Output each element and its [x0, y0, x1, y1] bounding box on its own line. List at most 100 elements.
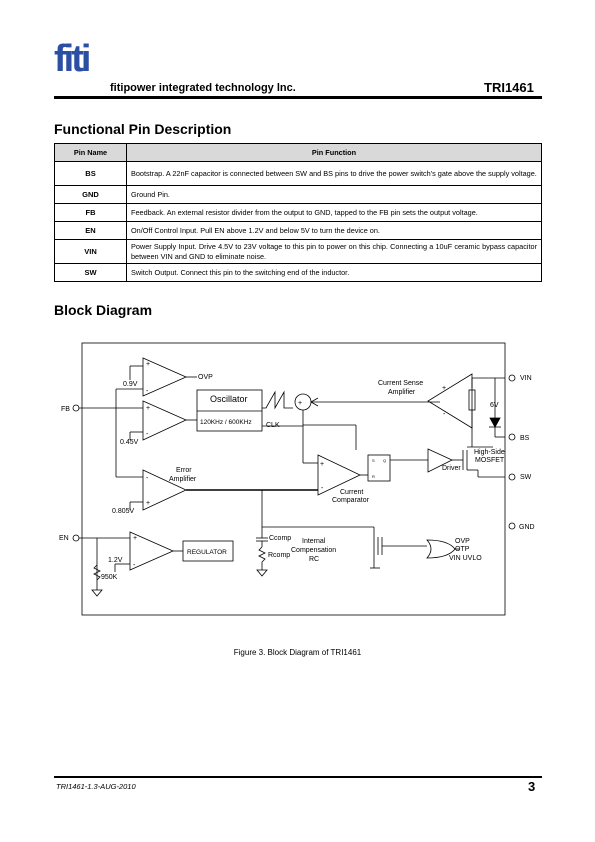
label-clk: CLK	[266, 422, 280, 429]
csa-minus: -	[443, 411, 446, 418]
label-regulator: REGULATOR	[187, 549, 227, 556]
latch-r: R	[372, 474, 375, 479]
label-rc: RC	[309, 556, 319, 563]
enable-comparator	[129, 531, 174, 571]
uvp-minus: -	[146, 431, 149, 438]
driver	[427, 448, 453, 473]
pin-function: Feedback. An external resistor divider f…	[126, 203, 542, 222]
pin-function: Ground Pin.	[126, 185, 542, 204]
table-row: GND Ground Pin.	[54, 185, 542, 204]
error-amplifier	[142, 469, 187, 511]
figure-caption: Figure 3. Block Diagram of TRI1461	[233, 648, 362, 657]
latch-q: Q	[383, 458, 386, 463]
ovp-comparator	[142, 357, 187, 397]
label-high-side: High-Side	[474, 449, 505, 456]
csa-plus: +	[442, 385, 446, 392]
label-driver: Driver	[442, 465, 461, 472]
label-gnd: GND	[519, 524, 535, 531]
pin-name: SW	[54, 263, 127, 282]
uvp-comparator	[142, 400, 187, 441]
label-error-amplifier: Amplifier	[169, 476, 197, 483]
diagram-frame	[81, 342, 506, 616]
cc-plus: +	[320, 461, 324, 468]
pin-section-title: Functional Pin Description	[54, 121, 232, 137]
label-bs: BS	[520, 435, 530, 442]
label-0-45v: 0.45V	[120, 439, 139, 446]
ea-minus: -	[146, 475, 149, 482]
pin-name: GND	[54, 185, 127, 204]
label-or-uvlo: VIN UVLO	[449, 555, 482, 562]
current-sense-amplifier	[427, 373, 473, 429]
label-internal: Internal	[302, 538, 326, 545]
pin-name: VIN	[54, 239, 127, 264]
pin-function: Bootstrap. A 22nF capacitor is connected…	[126, 161, 542, 186]
label-6v: 6V	[490, 402, 499, 409]
footer-rule	[54, 776, 542, 778]
en-ground	[91, 589, 103, 597]
label-sw: SW	[520, 474, 532, 481]
ea-plus: +	[146, 500, 150, 507]
label-current-comparator: Comparator	[332, 497, 370, 504]
block-section-title: Block Diagram	[54, 302, 153, 318]
company-name: fitipower integrated technology lnc.	[110, 82, 296, 94]
label-or-ovp: OVP	[455, 538, 470, 545]
label-oscillator: Oscillator	[210, 394, 248, 404]
diagram-labels: OVP 0.9V 0.45V 0.805V FB EN Oscillator 1…	[59, 361, 535, 581]
label-1-2v: 1.2V	[108, 557, 123, 564]
sw-pin	[508, 473, 516, 481]
sr-latch	[367, 454, 391, 482]
current-comparator	[317, 454, 361, 496]
pin-function: Power Supply Input. Drive 4.5V to 23V vo…	[126, 239, 542, 264]
label-ovp: OVP	[198, 374, 213, 381]
rcomp-resistor	[258, 546, 266, 570]
regulator-block	[182, 540, 234, 562]
bs-pin	[508, 433, 516, 441]
ovp-minus: -	[146, 388, 149, 395]
en-pin	[72, 534, 80, 542]
label-compensation: Compensation	[291, 547, 336, 554]
header-rule	[54, 96, 542, 99]
table-row: EN On/Off Control Input. Pull EN above 1…	[54, 221, 542, 240]
label-950k: 950K	[101, 574, 118, 581]
en-minus: -	[133, 562, 136, 569]
pin-table: Pin Name Pin Function BS Bootstrap. A 22…	[54, 143, 542, 282]
label-current: Current	[340, 489, 363, 496]
en-plus: +	[133, 535, 137, 542]
label-fb: FB	[61, 406, 70, 413]
uvp-plus: +	[146, 405, 150, 412]
latch-s: S	[372, 458, 375, 463]
page-number: 3	[528, 779, 536, 794]
label-error: Error	[176, 467, 192, 474]
pulldown-resistor	[93, 564, 101, 581]
ovp-plus: +	[146, 361, 150, 368]
block-diagram: OVP 0.9V 0.45V 0.805V FB EN Oscillator 1…	[59, 342, 535, 616]
label-mosfet: MOSFET	[475, 457, 505, 464]
table-row: VIN Power Supply Input. Drive 4.5V to 23…	[54, 239, 542, 264]
document-id: TRI1461	[484, 80, 534, 95]
fb-pin	[72, 404, 80, 412]
zener-diode	[489, 417, 501, 428]
label-0-805v: 0.805V	[112, 508, 135, 515]
label-en: EN	[59, 535, 69, 542]
or-gate	[426, 539, 456, 559]
pin-function: Switch Output. Connect this pin to the s…	[126, 263, 542, 282]
rcomp-ground	[256, 569, 268, 577]
label-vin: VIN	[520, 375, 532, 382]
label-current-sense: Current Sense	[378, 380, 423, 387]
col-pin-name: Pin Name	[54, 143, 127, 162]
label-current-sense-amplifier: Amplifier	[388, 389, 416, 396]
label-rcomp: Rcomp	[268, 552, 290, 559]
oscillator-block	[196, 389, 263, 432]
label-or-otp: OTP	[455, 546, 470, 553]
label-0-9v: 0.9V	[123, 381, 138, 388]
gnd-pin	[508, 522, 516, 530]
table-row: FB Feedback. An external resistor divide…	[54, 203, 542, 222]
table-row: SW Switch Output. Connect this pin to th…	[54, 263, 542, 282]
pin-function: On/Off Control Input. Pull EN above 1.2V…	[126, 221, 542, 240]
label-ccomp: Ccomp	[269, 535, 291, 542]
cc-minus: -	[321, 485, 324, 492]
col-pin-function: Pin Function	[126, 143, 542, 162]
footer-doc-rev: TRI1461-1.3-AUG-2010	[56, 782, 136, 791]
pin-table-header: Pin Name Pin Function	[54, 143, 542, 162]
company-logo: fiti	[54, 38, 91, 80]
